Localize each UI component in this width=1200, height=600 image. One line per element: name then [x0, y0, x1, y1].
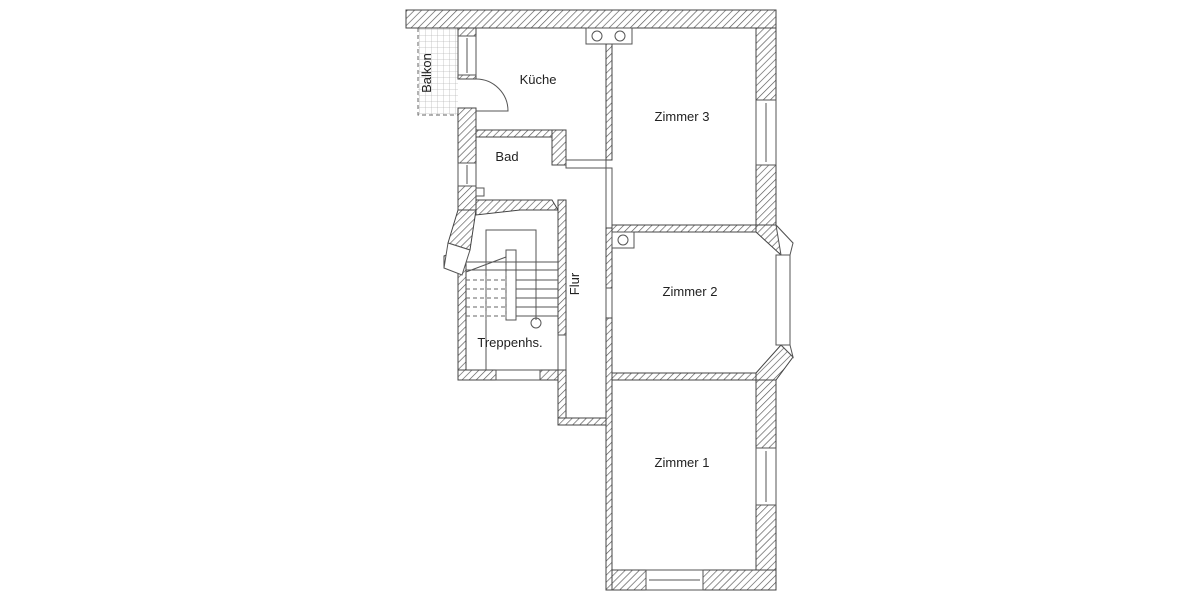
room-label-balkon: Balkon: [419, 53, 434, 93]
interior-walls: [475, 27, 757, 591]
room-label-zimmer2: Zimmer 2: [663, 284, 718, 299]
bottom-wall: [702, 569, 777, 591]
room-label-flur: Flur: [567, 272, 582, 295]
staircase: [465, 229, 558, 370]
right-wall: [755, 379, 777, 449]
exterior-walls: [405, 9, 794, 591]
door-swing: [475, 78, 509, 112]
right-wall: [755, 164, 777, 231]
room-label-treppenhaus: Treppenhs.: [477, 335, 542, 350]
right-wall: [755, 27, 777, 101]
room-label-kueche: Küche: [520, 72, 557, 87]
room-label-bad: Bad: [495, 149, 518, 164]
room-label-zimmer3: Zimmer 3: [655, 109, 710, 124]
chimney-icon: [475, 27, 635, 249]
top-wall: [405, 9, 777, 29]
room-label-zimmer1: Zimmer 1: [655, 455, 710, 470]
windows: [443, 35, 794, 591]
balcony: [417, 28, 458, 116]
